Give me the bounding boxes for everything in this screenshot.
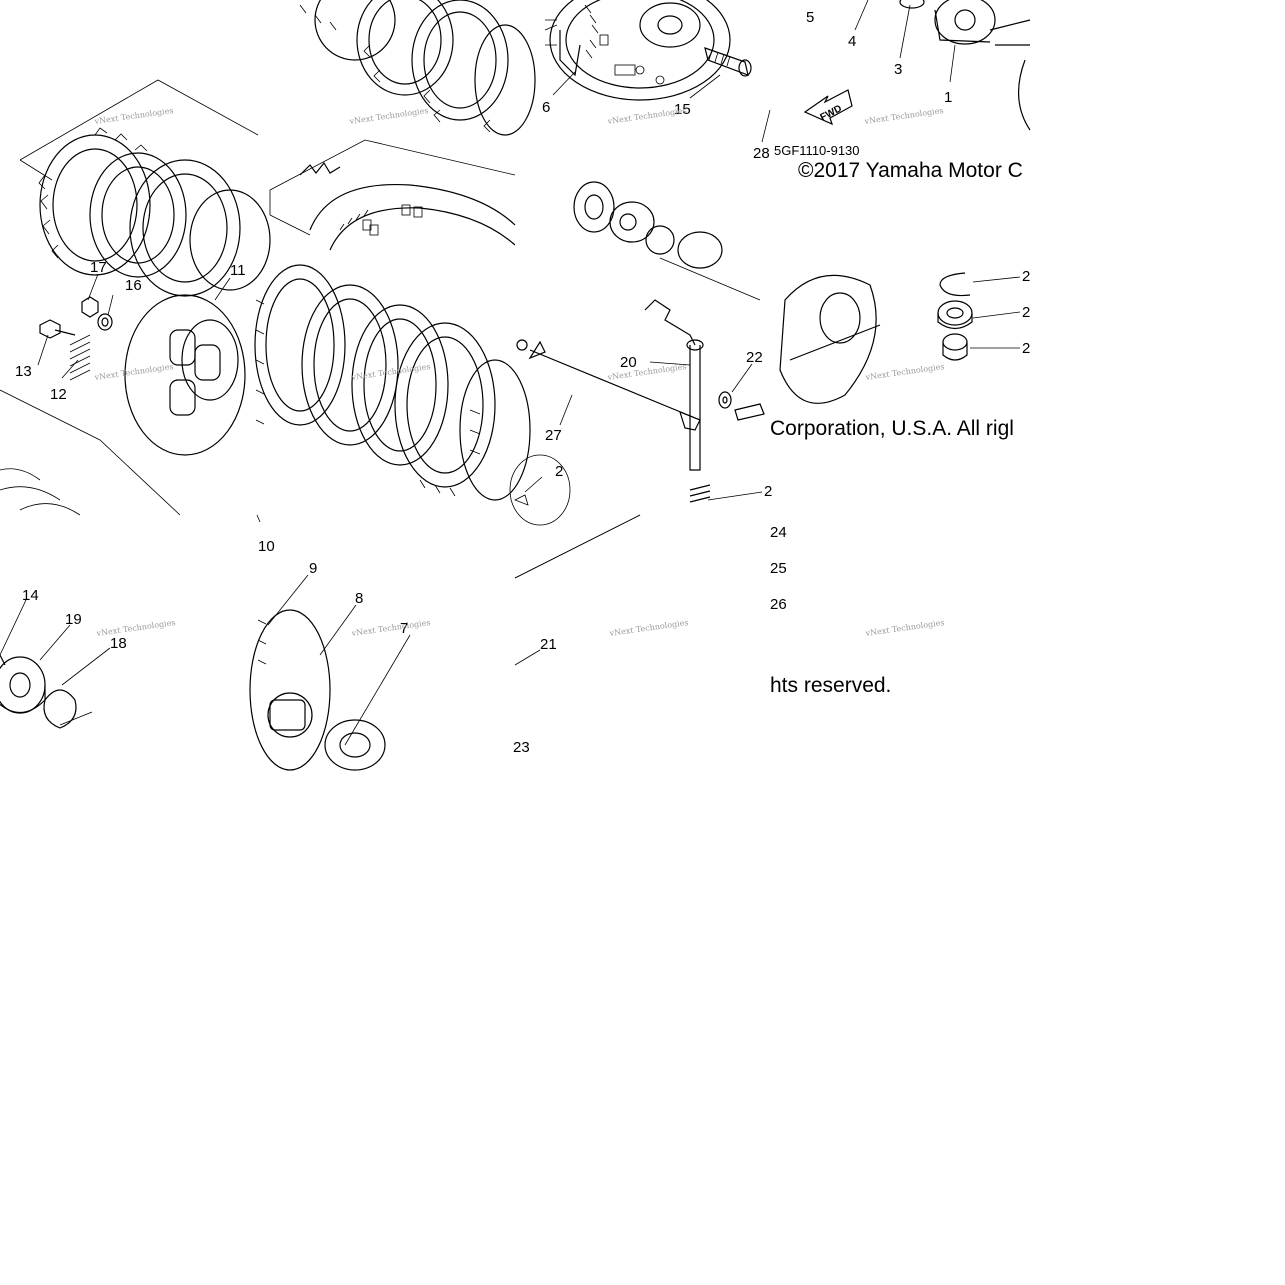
callout-26: 26: [770, 596, 787, 613]
watermark: vNext Technologies: [93, 106, 174, 126]
callout-6: 6: [542, 99, 550, 116]
callout-2-partial-d: 2: [764, 483, 772, 500]
watermark: vNext Technologies: [864, 618, 945, 638]
watermark: vNext Technologies: [350, 362, 431, 382]
watermark: vNext Technologies: [863, 106, 944, 126]
friction-plates-group: [254, 264, 531, 523]
watermark: vNext Technologies: [606, 106, 687, 126]
callout-8: 8: [355, 590, 363, 607]
diagram-code: 5GF1110-9130: [774, 143, 860, 158]
watermark: vNext Technologies: [348, 106, 429, 126]
callout-numbers: 1 2 3 4 5 6 7 8 9 10 11 12 13 14 15 16 1…: [15, 9, 1030, 756]
callout-13: 13: [15, 363, 32, 380]
copyright-line-2: Corporation, U.S.A. All rigl: [770, 417, 1014, 440]
clutch-plates-group-left: [19, 79, 271, 297]
callout-21: 21: [540, 636, 557, 653]
callout-20: 20: [620, 354, 637, 371]
callout-22: 22: [746, 349, 763, 366]
watermark: vNext Technologies: [93, 362, 174, 382]
bottom-parts-group: [0, 609, 386, 771]
callout-2-partial-c: 2: [1022, 340, 1030, 357]
callout-15: 15: [674, 101, 691, 118]
callout-2-partial-a: 2: [1022, 268, 1030, 285]
callout-leaders: [0, 0, 1021, 746]
copyright-line-1: ©2017 Yamaha Motor C: [798, 159, 1023, 182]
callout-12: 12: [50, 386, 67, 403]
watermark: vNext Technologies: [95, 618, 176, 638]
copyright-line-3: hts reserved.: [770, 674, 892, 697]
callout-18: 18: [110, 635, 127, 652]
callout-2-partial-b: 2: [1022, 304, 1030, 321]
watermark: vNext Technologies: [606, 362, 687, 382]
callout-11: 11: [230, 262, 246, 279]
callout-24: 24: [770, 524, 787, 541]
push-rod-and-shaft-group: [509, 299, 765, 579]
callout-23: 23: [513, 739, 530, 756]
callout-16: 16: [125, 277, 142, 294]
callout-14: 14: [22, 587, 39, 604]
callout-25: 25: [770, 560, 787, 577]
watermarks: vNext Technologies vNext Technologies vN…: [93, 106, 945, 638]
callout-19: 19: [65, 611, 82, 628]
clutch-housing-gear: [514, 0, 761, 579]
primary-drive-parts: [779, 0, 1031, 404]
callout-4: 4: [848, 33, 856, 50]
watermark: vNext Technologies: [350, 618, 431, 638]
callout-7: 7: [400, 620, 408, 637]
callout-5: 5: [806, 9, 814, 26]
fwd-arrow-icon: [803, 89, 853, 126]
callout-1: 1: [944, 89, 952, 106]
callout-27: 27: [545, 427, 562, 444]
callout-9: 9: [309, 560, 317, 577]
pressure-plate-group: [0, 294, 246, 516]
callout-2: 2: [555, 463, 563, 480]
clutch-plates-group-top: [269, 0, 536, 251]
watermark: vNext Technologies: [864, 362, 945, 382]
callout-28: 28: [753, 145, 770, 162]
watermark: vNext Technologies: [608, 618, 689, 638]
callout-10: 10: [258, 538, 275, 555]
callout-3: 3: [894, 61, 902, 78]
callout-17: 17: [90, 259, 107, 276]
